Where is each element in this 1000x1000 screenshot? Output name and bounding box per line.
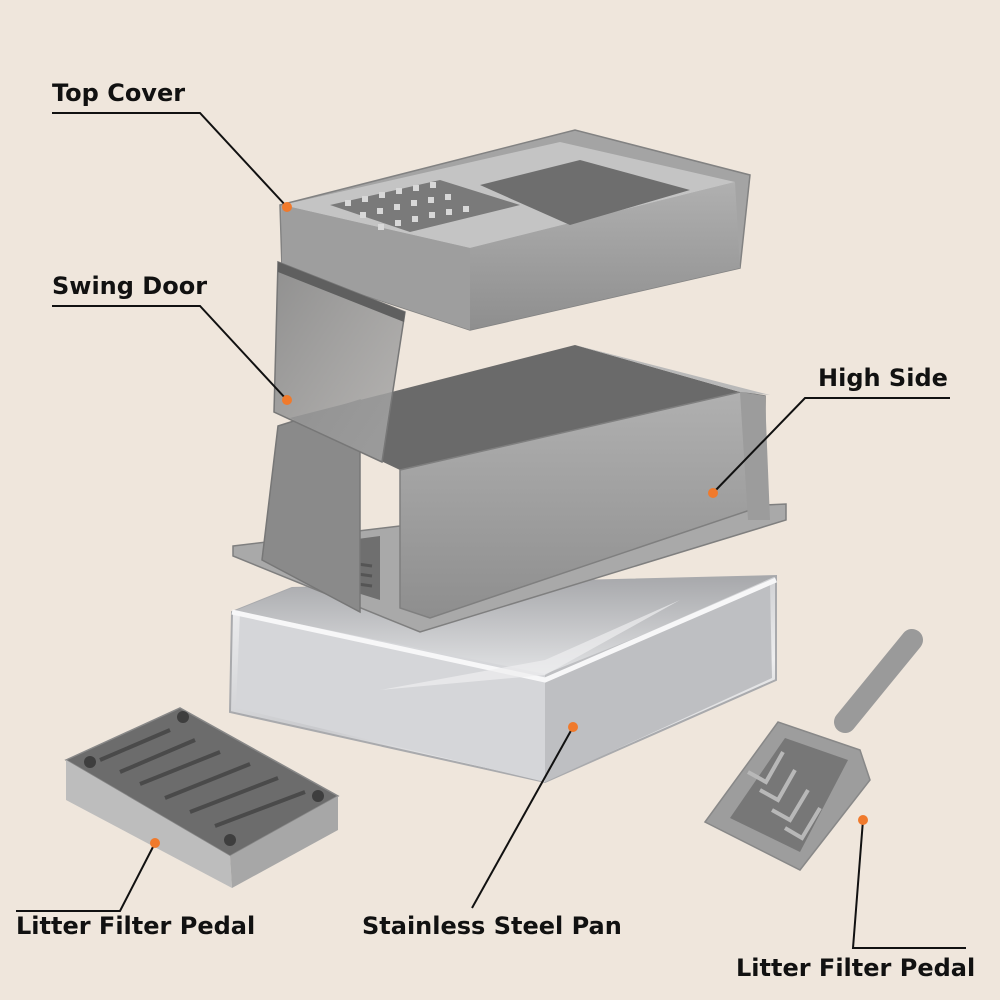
litter-filter-pedal-left [64, 707, 340, 888]
label-litter-filter-pedal-left: Litter Filter Pedal [16, 912, 256, 940]
leader-lines [16, 112, 966, 949]
litter-scoop [703, 629, 923, 871]
label-swing-door: Swing Door [52, 272, 208, 300]
label-litter-filter-pedal-right: Litter Filter Pedal [736, 954, 976, 982]
callout-dot-pedal-right [858, 815, 868, 825]
swing-door [273, 260, 406, 464]
high-side-frame [232, 345, 787, 633]
callout-dot-pedal-left [150, 838, 160, 848]
label-top-cover: Top Cover [52, 79, 186, 107]
callout-dot-steel-pan [568, 722, 578, 732]
callout-dots [150, 202, 868, 848]
scoop-slots-icon [747, 751, 822, 841]
top-cover [279, 129, 751, 331]
callout-dot-top-cover [282, 202, 292, 212]
label-stainless-steel-pan: Stainless Steel Pan [362, 912, 622, 940]
callout-dot-high-side [708, 488, 718, 498]
callout-dot-swing-door [282, 395, 292, 405]
pedal-grid-icon [99, 728, 306, 828]
label-high-side: High Side [818, 364, 948, 392]
top-cover-grate-icon [345, 182, 469, 230]
